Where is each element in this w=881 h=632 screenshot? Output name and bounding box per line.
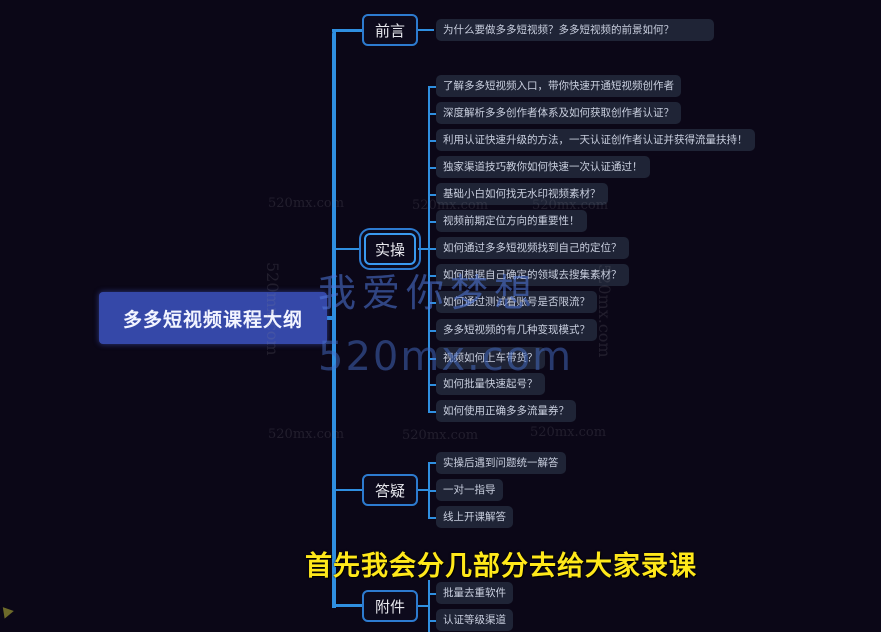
branch-tick [428,593,436,595]
branch-tick [428,86,436,88]
practice-item-4[interactable]: 独家渠道技巧教你如何快速一次认证通过！ [436,156,650,178]
qa-item-3[interactable]: 线上开课解答 [436,506,513,528]
video-subtitle: 首先我会分几部分去给大家录课 [305,551,697,582]
attach-connector-right [418,605,428,607]
qa-connector-left [334,489,362,491]
practice-item-3[interactable]: 利用认证快速升级的方法，一天认证创作者认证并获得流量扶持！ [436,129,755,151]
main-trunk-line [332,30,336,608]
trunk-top-cap [332,29,362,32]
branch-tick [428,517,436,519]
section-node-practice[interactable]: 实操 [364,233,416,265]
watermark: 520mx.com [402,428,479,443]
branch-tick [428,490,436,492]
trunk-bottom-cap [332,604,362,607]
attach-branch-line [428,580,430,632]
practice-item-7[interactable]: 如何通过多多短视频找到自己的定位？ [436,237,629,259]
practice-item-13[interactable]: 如何使用正确多多流量券？ [436,400,576,422]
preface-item[interactable]: 为什么要做多多短视频？多多短视频的前景如何？ [436,19,714,41]
watermark: 520mx.com [530,425,607,440]
qa-item-2[interactable]: 一对一指导 [436,479,503,501]
practice-item-12[interactable]: 如何批量快速起号？ [436,373,545,395]
qa-item-1[interactable]: 实操后遇到问题统一解答 [436,452,566,474]
branch-tick [428,113,436,115]
practice-item-9[interactable]: 如何通过测试看账号是否限流？ [436,291,597,313]
branch-tick [428,620,436,622]
watermark: 520mx.com [532,198,609,213]
watermark: 520mx.com [268,427,345,442]
branch-tick [428,330,436,332]
preface-connector [418,29,434,31]
branch-tick [428,275,436,277]
practice-item-11[interactable]: 视频如何上车带货？ [436,347,545,369]
practice-item-10[interactable]: 多多短视频的有几种变现模式？ [436,319,597,341]
watermark-vertical: 520mx.com [595,264,614,358]
watermark: 520mx.com [268,196,345,211]
section-node-attachments[interactable]: 附件 [362,590,418,622]
watermark-vertical: 520mx.com [263,262,282,356]
practice-item-5[interactable]: 基础小白如何找无水印视频素材？ [436,183,608,205]
section-node-preface[interactable]: 前言 [362,14,418,46]
root-connector [326,316,334,320]
branch-tick [428,358,436,360]
practice-item-2[interactable]: 深度解析多多创作者体系及如何获取创作者认证？ [436,102,681,124]
branch-tick [428,302,436,304]
practice-item-8[interactable]: 如何根据自己确定的领域去搜集素材？ [436,264,629,286]
watermark: 520mx.com [412,198,489,213]
practice-connector-right [418,248,428,250]
branch-tick [428,411,436,413]
branch-tick [428,462,436,464]
practice-connector-left [334,248,360,250]
attach-item-2[interactable]: 认证等级渠道 [436,609,513,631]
section-node-qa[interactable]: 答疑 [362,474,418,506]
branch-tick [428,248,436,250]
branch-tick [428,140,436,142]
attach-item-1[interactable]: 批量去重软件 [436,582,513,604]
branch-tick [428,384,436,386]
branch-tick [428,221,436,223]
qa-connector-right [418,489,428,491]
practice-item-6[interactable]: 视频前期定位方向的重要性！ [436,210,587,232]
corner-mark [0,603,14,619]
practice-item-1[interactable]: 了解多多短视频入口，带你快速开通短视频创作者 [436,75,681,97]
branch-tick [428,167,436,169]
watermark-large-cn: 我爱你梦想 [318,271,539,315]
root-node[interactable]: 多多短视频课程大纲 [99,292,327,344]
branch-tick [428,194,436,196]
watermark-large-en: 520mx.com [318,334,574,380]
